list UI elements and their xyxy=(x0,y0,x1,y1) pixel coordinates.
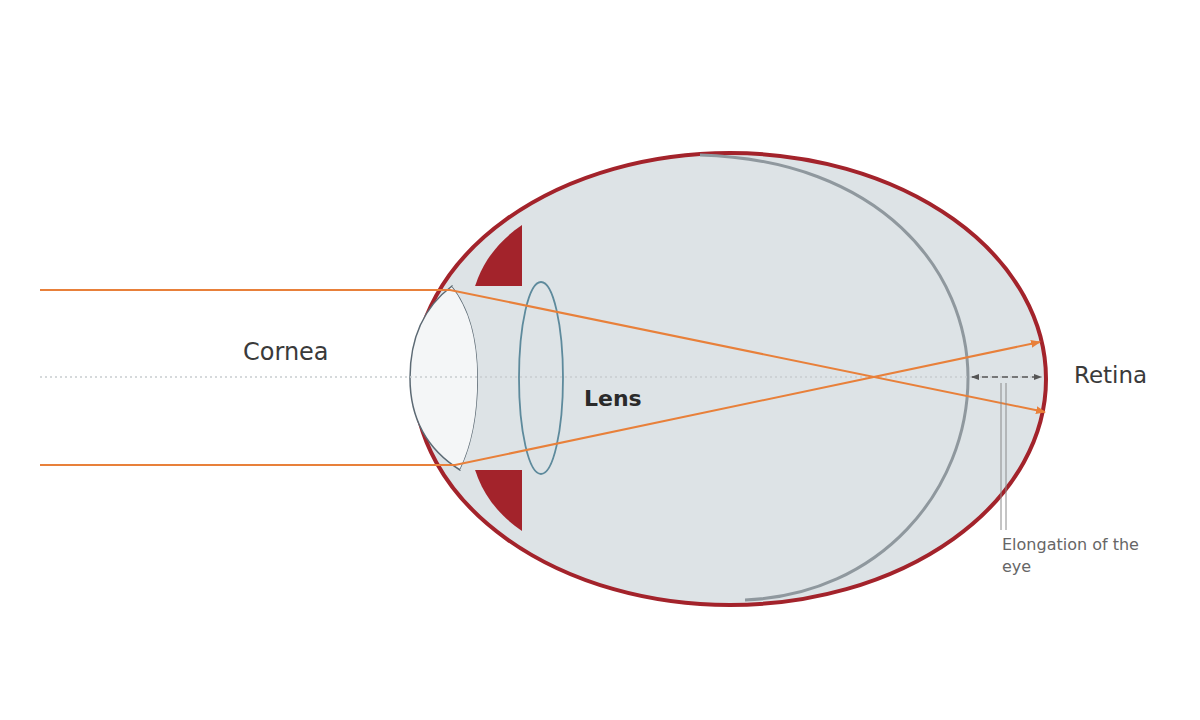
part-label: Retina xyxy=(1074,362,1147,390)
part-label: Lens xyxy=(584,386,642,412)
dimension-label: Elongation of the eye xyxy=(1002,534,1152,579)
light-ray xyxy=(40,342,1040,465)
eyeball xyxy=(414,153,1046,605)
leader-line xyxy=(1001,383,1002,530)
anterior-chamber xyxy=(452,286,522,470)
leader-line xyxy=(1006,383,1007,530)
optical-axis xyxy=(40,376,1045,378)
light-ray xyxy=(40,290,1045,412)
dimension-arrow xyxy=(972,376,1041,378)
part-label: Cornea xyxy=(243,338,329,367)
